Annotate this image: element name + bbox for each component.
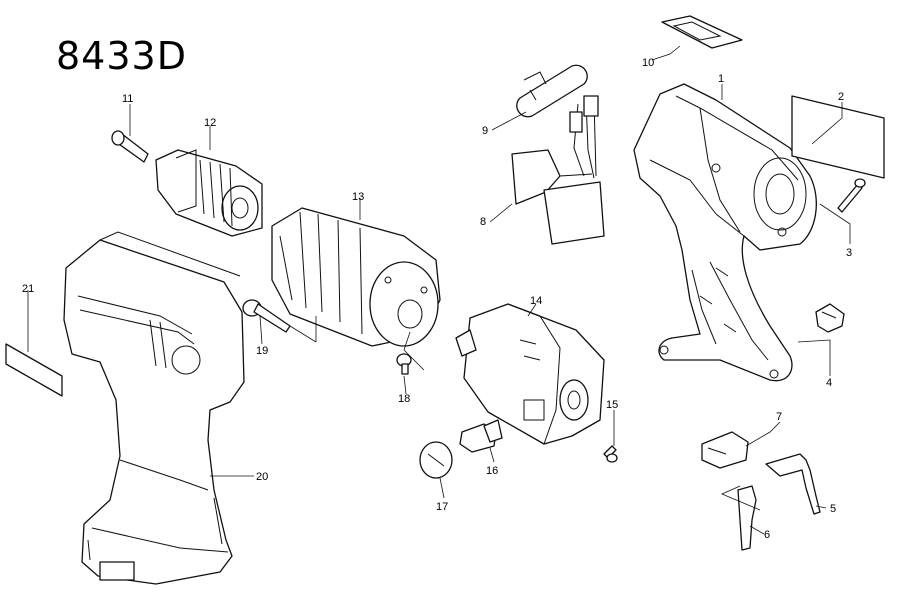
part-3-screw[interactable] xyxy=(837,178,866,213)
part-1-housing-right[interactable] xyxy=(633,83,817,382)
part-7-lever-block[interactable] xyxy=(701,431,749,469)
callout-16: 16 xyxy=(486,465,498,477)
part-20-housing-left[interactable] xyxy=(63,231,245,585)
part-18-screw[interactable] xyxy=(396,353,412,375)
part-11-screw[interactable] xyxy=(111,130,149,163)
callout-20: 20 xyxy=(256,471,268,483)
callout-7: 7 xyxy=(776,411,782,423)
callout-9: 9 xyxy=(482,125,488,137)
part-19-screw[interactable] xyxy=(242,299,291,333)
callout-19: 19 xyxy=(256,345,268,357)
callout-11: 11 xyxy=(122,93,133,105)
callout-18: 18 xyxy=(398,393,410,405)
part-15-screw[interactable] xyxy=(603,445,618,463)
part-9-switch-cap[interactable] xyxy=(516,64,588,118)
callout-10: 10 xyxy=(642,57,654,69)
callout-21: 21 xyxy=(22,283,34,295)
callout-4: 4 xyxy=(826,377,832,389)
callout-15: 15 xyxy=(606,399,618,411)
part-8-switch[interactable] xyxy=(511,95,605,245)
callout-1: 1 xyxy=(718,73,724,85)
part-5-spring-lever[interactable] xyxy=(765,453,821,515)
part-2-label[interactable] xyxy=(791,95,885,179)
part-17-cap[interactable] xyxy=(419,441,453,479)
callout-8: 8 xyxy=(480,216,486,228)
callout-labels: 1 2 3 4 5 6 7 8 9 10 11 12 13 14 15 16 1… xyxy=(22,57,852,541)
callout-3: 3 xyxy=(846,247,852,259)
model-number: 8433D xyxy=(56,34,187,78)
callout-14: 14 xyxy=(530,295,542,307)
callout-5: 5 xyxy=(830,503,836,515)
part-16-brush-holder[interactable] xyxy=(459,419,503,453)
callout-2: 2 xyxy=(838,91,844,103)
part-6-spring-strip[interactable] xyxy=(737,485,757,551)
part-4-clip[interactable] xyxy=(815,303,845,333)
part-12-chuck[interactable] xyxy=(155,149,263,237)
part-14-motor[interactable] xyxy=(455,303,605,445)
callout-6: 6 xyxy=(764,529,770,541)
part-21-label[interactable] xyxy=(5,343,63,397)
callout-12: 12 xyxy=(204,117,216,129)
callout-13: 13 xyxy=(352,191,364,203)
part-13-gear-assembly[interactable] xyxy=(271,207,441,347)
leader-lines xyxy=(27,45,851,535)
callout-17: 17 xyxy=(436,501,448,513)
part-10-cover-plate[interactable] xyxy=(661,15,743,49)
